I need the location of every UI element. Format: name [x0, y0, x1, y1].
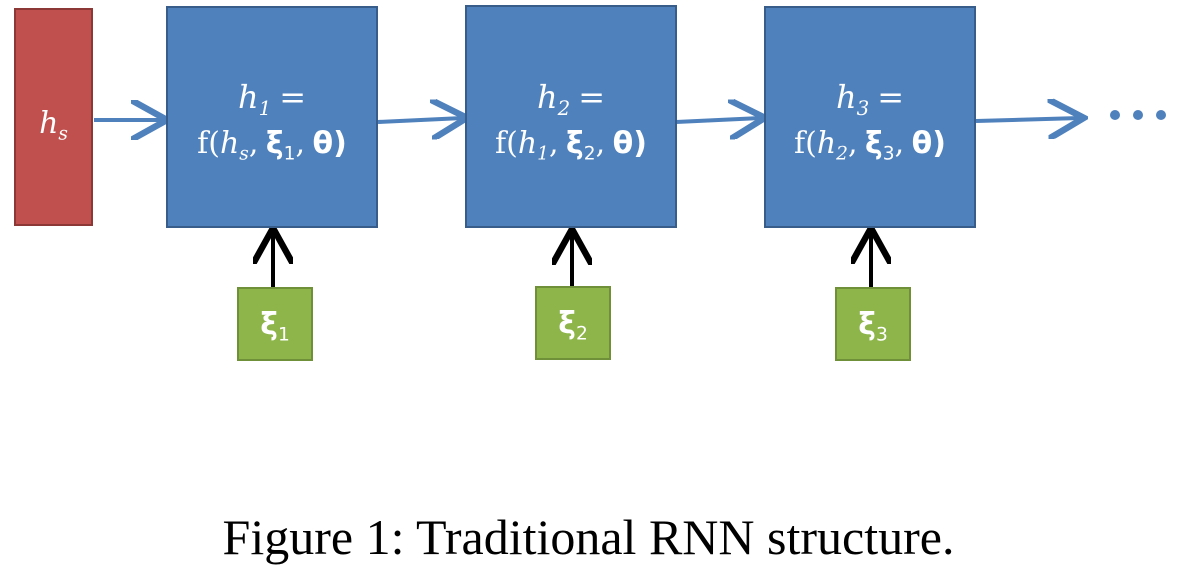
figure-caption: Figure 1: Traditional RNN structure. [222, 509, 955, 565]
cell-1-output-label: h1 = [237, 78, 307, 120]
input-block-2: ξ2 [535, 286, 611, 360]
input-block-3: ξ3 [835, 287, 911, 361]
input-block-1: ξ1 [237, 287, 313, 361]
input-2-label: ξ2 [558, 306, 588, 345]
flow-arrow-cell1-to-cell2 [377, 118, 463, 122]
rnn-cell-3: h3 = f(h2, ξ3, θ) [764, 6, 976, 228]
cell-3-output-label: h3 = [835, 78, 905, 120]
input-1-label: ξ1 [260, 307, 290, 346]
initial-state-label: hs [39, 106, 68, 145]
flow-arrow-cell3-out [975, 118, 1080, 121]
flow-arrow-cell2-to-cell3 [675, 118, 761, 122]
ellipsis-icon [1110, 110, 1166, 120]
cell-2-function-label: f(h1, ξ2, θ) [495, 126, 647, 165]
cell-2-output-label: h2 = [536, 78, 606, 120]
rnn-cell-2: h2 = f(h1, ξ2, θ) [465, 5, 677, 228]
input-3-label: ξ3 [858, 307, 888, 346]
rnn-cell-1: h1 = f(hs, ξ1, θ) [166, 6, 378, 228]
cell-1-function-label: f(hs, ξ1, θ) [197, 126, 347, 165]
cell-3-function-label: f(h2, ξ3, θ) [794, 126, 946, 165]
initial-state-block: hs [14, 8, 93, 226]
